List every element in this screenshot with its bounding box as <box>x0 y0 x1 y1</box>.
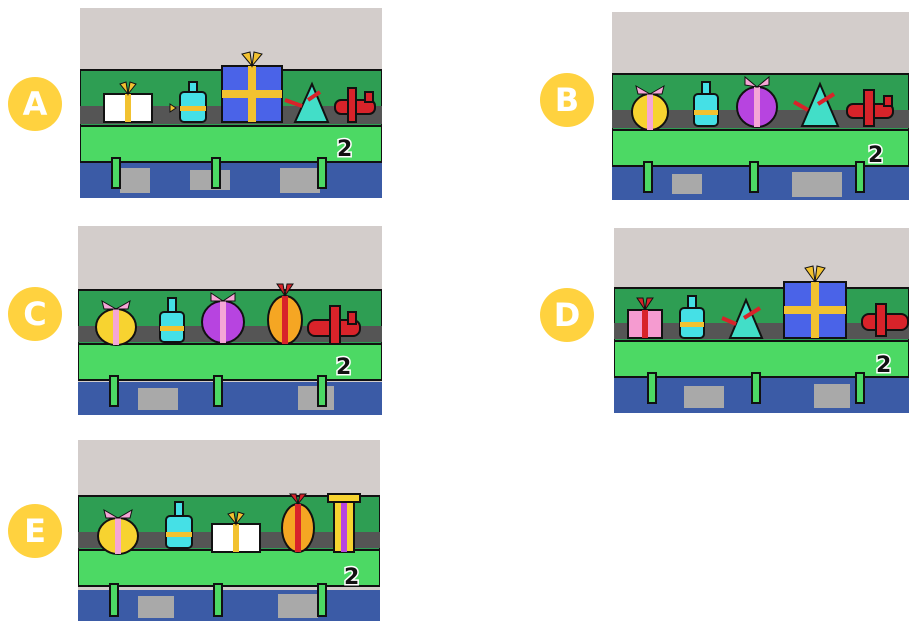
option-c-number: 2 <box>336 355 351 380</box>
pink-gift-icon <box>627 297 663 339</box>
soap-bottle-icon <box>693 81 719 127</box>
party-hat-icon <box>721 297 764 339</box>
option-a-badge: A <box>8 77 62 131</box>
soap-bottle-icon <box>165 501 193 549</box>
blue-gift-box-icon <box>783 265 847 339</box>
soap-bottle-icon <box>679 295 705 339</box>
white-gift-icon <box>103 81 153 123</box>
party-hat-icon <box>284 81 330 123</box>
party-hat-icon <box>793 81 840 127</box>
option-b[interactable]: B <box>530 0 909 205</box>
option-d-badge: D <box>540 288 594 342</box>
option-e-badge: E <box>8 504 62 558</box>
tall-gift-icon <box>327 493 361 553</box>
yellow-egg-gift-icon <box>95 299 137 346</box>
option-e-number: 2 <box>344 565 359 590</box>
toy-plane-icon <box>334 87 376 123</box>
option-c-scene: 2 <box>78 226 382 415</box>
soap-bottle-icon <box>169 81 207 123</box>
option-e[interactable]: E <box>0 435 390 621</box>
purple-ball-gift-icon <box>201 292 245 344</box>
option-d[interactable]: D <box>530 220 909 420</box>
toy-plane-icon <box>307 305 361 345</box>
option-a-number: 2 <box>337 137 352 162</box>
yellow-egg-gift-icon <box>97 508 139 555</box>
option-a-scene: 2 <box>80 8 382 198</box>
option-c-badge: C <box>8 287 62 341</box>
yellow-egg-gift-icon <box>631 84 669 131</box>
soap-bottle-icon <box>159 297 185 343</box>
option-a[interactable]: A <box>0 0 390 205</box>
orange-egg-gift-icon <box>281 493 315 553</box>
option-b-number: 2 <box>868 143 883 168</box>
option-b-badge: B <box>540 73 594 127</box>
white-gift-icon <box>211 511 261 553</box>
toy-plane-icon <box>846 89 894 127</box>
option-c[interactable]: C <box>0 220 390 420</box>
option-b-scene: 2 <box>612 12 909 200</box>
toy-plane-icon <box>861 303 909 337</box>
blue-gift-box-icon <box>221 51 283 123</box>
option-d-number: 2 <box>876 353 891 378</box>
option-d-scene: 2 <box>614 228 909 413</box>
orange-egg-gift-icon <box>267 283 303 345</box>
purple-ball-gift-icon <box>736 75 778 128</box>
option-e-scene: 2 <box>78 440 380 621</box>
